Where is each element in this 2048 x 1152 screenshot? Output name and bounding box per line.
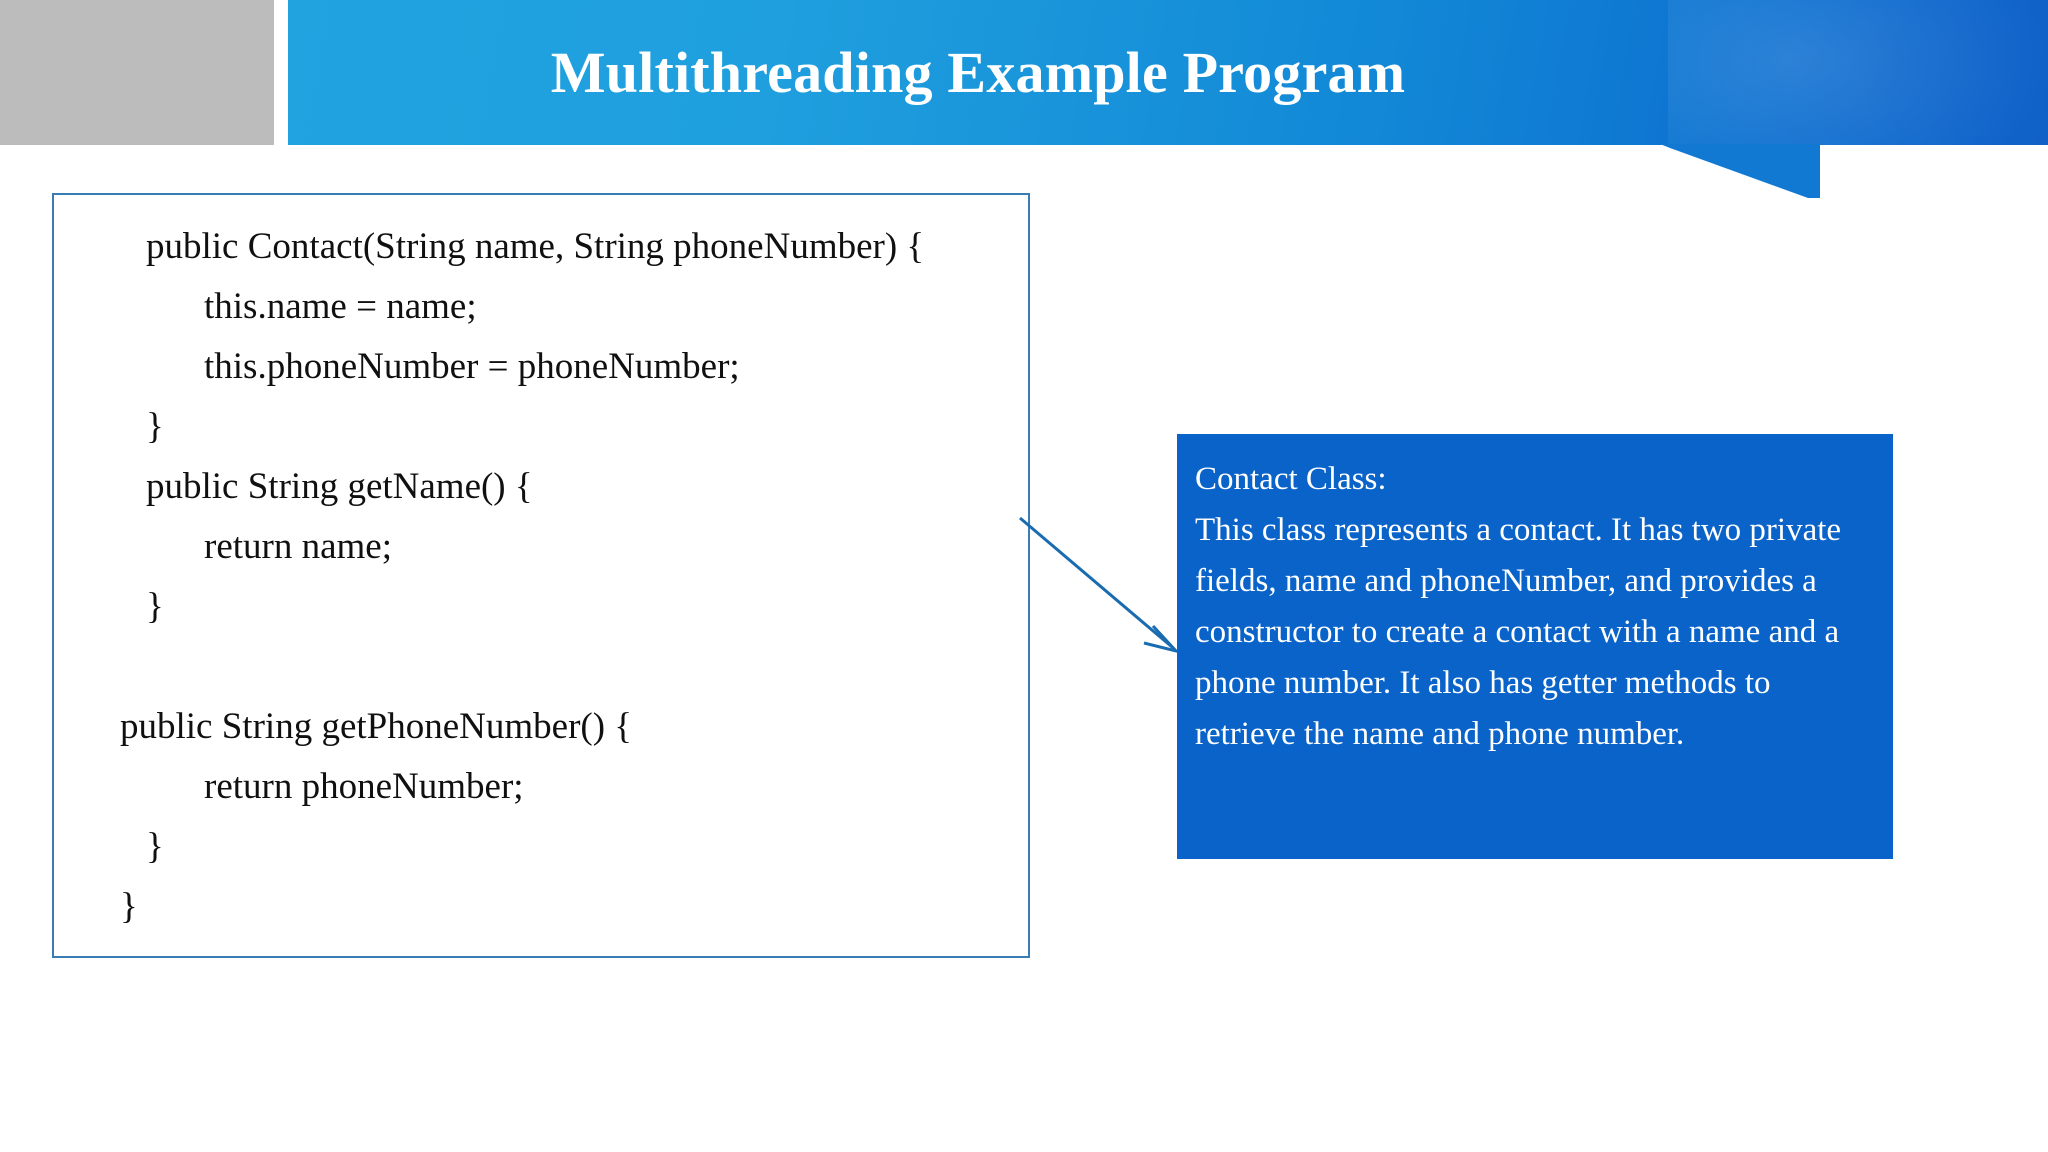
code-line: return phoneNumber; [204,766,524,807]
connector-arrow-icon [1014,506,1194,666]
callout-title: Contact Class: [1195,461,1387,497]
code-panel: public Contact(String name, String phone… [52,193,1030,958]
code-line: public String getName() { [146,466,533,507]
banner-tail-shape [1660,144,1820,198]
code-line: } [146,586,164,627]
code-line: public Contact(String name, String phone… [146,226,925,267]
code-lines: public Contact(String name, String phone… [54,217,1028,937]
code-line: return name; [204,526,392,567]
code-line-blank [68,637,1014,697]
callout-body: This class represents a contact. It has … [1195,512,1842,752]
header-banner: Multithreading Example Program [288,0,2048,145]
code-line: this.phoneNumber = phoneNumber; [204,346,740,387]
page-title: Multithreading Example Program [550,40,1406,105]
code-line: public String getPhoneNumber() { [120,706,633,747]
code-line: this.name = name; [204,286,477,327]
code-line: } [146,406,164,447]
code-line: } [146,826,164,867]
code-line: } [120,886,138,927]
corner-gray-block [0,0,274,145]
callout-note-box: Contact Class: This class represents a c… [1177,434,1893,859]
